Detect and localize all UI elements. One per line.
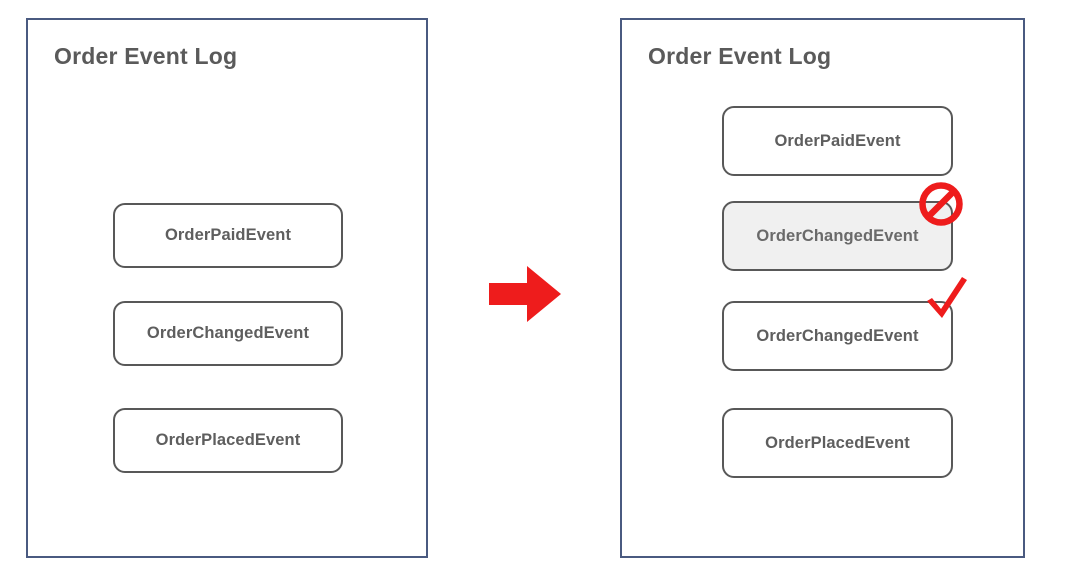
page-title: Order Event Log bbox=[54, 43, 238, 69]
event-box-order-placed[interactable]: OrderPlacedEvent bbox=[722, 408, 953, 478]
event-box-order-placed[interactable]: OrderPlacedEvent bbox=[113, 408, 343, 473]
page-title: Order Event Log bbox=[648, 43, 832, 69]
event-log-panel-after: Order Event Log OrderPaidEvent OrderChan… bbox=[620, 18, 1025, 558]
right-arrow-icon bbox=[489, 266, 561, 322]
event-box-order-changed[interactable]: OrderChangedEvent bbox=[113, 301, 343, 366]
event-box-order-paid[interactable]: OrderPaidEvent bbox=[113, 203, 343, 268]
event-box-order-changed-blocked[interactable]: OrderChangedEvent bbox=[722, 201, 953, 271]
event-box-order-paid[interactable]: OrderPaidEvent bbox=[722, 106, 953, 176]
event-box-order-changed-approved[interactable]: OrderChangedEvent bbox=[722, 301, 953, 371]
event-log-panel-before: Order Event Log OrderPaidEvent OrderChan… bbox=[26, 18, 428, 558]
